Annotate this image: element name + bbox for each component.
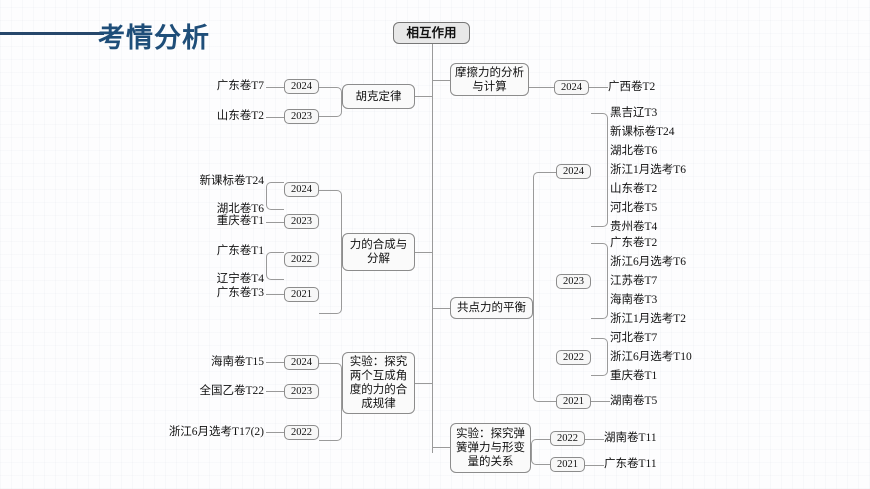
branch-node-equilibrium[interactable]: 共点力的平衡 <box>450 297 533 319</box>
leaf-exp-angle-2022-0: 浙江6月选考T17(2) <box>168 426 264 438</box>
year-node-friction-2024[interactable]: 2024 <box>554 80 589 95</box>
leaf-exp-angle-2024-0: 海南卷T15 <box>210 356 264 368</box>
year-node-exp-spring-2022[interactable]: 2022 <box>550 431 585 446</box>
leaf-equilibrium-2024-2: 湖北卷T6 <box>610 145 658 157</box>
leaf-composition-2024-0: 新课标卷T24 <box>199 175 264 187</box>
leaf-equilibrium-2022-1: 浙江6月选考T10 <box>610 351 692 363</box>
leaf-equilibrium-2022-0: 河北卷T7 <box>610 332 658 344</box>
year-node-equilibrium-2024[interactable]: 2024 <box>556 164 591 179</box>
connector-exp-angle-to-trunk <box>415 383 433 384</box>
connector-composition-2023-0 <box>266 222 284 223</box>
connector-friction-year-leaf <box>589 87 608 88</box>
branch-node-composition[interactable]: 力的合成与 分解 <box>342 233 415 271</box>
connector-exp-spring-2022-0 <box>585 439 604 440</box>
year-node-hooke-2023[interactable]: 2023 <box>284 109 319 124</box>
connector-equilibrium-years-group <box>533 171 556 402</box>
leaf-composition-2022-1: 辽宁卷T4 <box>216 273 264 285</box>
leaf-equilibrium-2024-5: 河北卷T5 <box>610 202 658 214</box>
leaf-composition-2024-1: 湖北卷T6 <box>216 203 264 215</box>
connector-exp-angle-years-group <box>319 362 342 441</box>
branch-node-exp-angle[interactable]: 实验：探究 两个互成角 度的力的合 成规律 <box>342 352 415 414</box>
leaf-exp-angle-2023-0: 全国乙卷T22 <box>199 385 264 397</box>
connector-equilibrium-2022-group <box>591 338 608 376</box>
leaf-composition-2022-0: 广东卷T1 <box>216 245 264 257</box>
leaf-equilibrium-2023-0: 广东卷T2 <box>610 237 658 249</box>
connector-friction-to-trunk <box>432 80 450 81</box>
leaf-equilibrium-2024-3: 浙江1月选考T6 <box>610 164 687 176</box>
leaf-equilibrium-2024-1: 新课标卷T24 <box>610 126 675 138</box>
leaf-equilibrium-2023-4: 浙江1月选考T2 <box>610 313 687 325</box>
year-node-composition-2023[interactable]: 2023 <box>284 214 319 229</box>
leaf-equilibrium-2024-6: 贵州卷T4 <box>610 221 658 233</box>
connector-hooke-to-trunk <box>415 96 433 97</box>
year-node-equilibrium-2022[interactable]: 2022 <box>556 350 591 365</box>
year-node-hooke-2024[interactable]: 2024 <box>284 79 319 94</box>
leaf-hooke-2024-0: 广东卷T7 <box>216 80 264 92</box>
connector-hooke-2023-0 <box>266 117 284 118</box>
leaf-equilibrium-2023-3: 海南卷T3 <box>610 294 658 306</box>
leaf-exp-spring-2021-0: 广东卷T11 <box>604 458 657 470</box>
year-node-exp-spring-2021[interactable]: 2021 <box>550 457 585 472</box>
leaf-composition-2021-0: 广东卷T3 <box>216 287 264 299</box>
connector-equilibrium-2024-group <box>591 113 608 227</box>
connector-exp-angle-2024-0 <box>266 362 284 363</box>
year-node-exp-angle-2023[interactable]: 2023 <box>284 384 319 399</box>
year-node-exp-angle-2022[interactable]: 2022 <box>284 425 319 440</box>
connector-hooke-2024-0 <box>266 87 284 88</box>
title-rule <box>0 32 104 35</box>
page-title: 考情分析 <box>98 23 210 54</box>
leaf-equilibrium-2023-1: 浙江6月选考T6 <box>610 256 687 268</box>
branch-node-friction[interactable]: 摩擦力的分析 与计算 <box>450 63 529 96</box>
root-trunk <box>432 44 433 453</box>
year-node-composition-2024[interactable]: 2024 <box>284 182 319 197</box>
connector-composition-2022-group <box>266 252 284 280</box>
connector-exp-spring-2021-0 <box>585 465 604 466</box>
connector-exp-angle-2023-0 <box>266 391 284 392</box>
leaf-equilibrium-2023-2: 江苏卷T7 <box>610 275 658 287</box>
leaf-equilibrium-2024-4: 山东卷T2 <box>610 183 658 195</box>
connector-hooke-years-group <box>319 86 342 117</box>
connector-exp-angle-2022-0 <box>266 432 284 433</box>
year-node-exp-angle-2024[interactable]: 2024 <box>284 355 319 370</box>
connector-composition-to-trunk <box>415 252 433 253</box>
branch-node-exp-spring[interactable]: 实验：探究弹 簧弹力与形变 量的关系 <box>450 423 531 473</box>
root-node[interactable]: 相互作用 <box>393 22 470 44</box>
connector-equilibrium-to-trunk <box>432 308 450 309</box>
connector-composition-years-group <box>319 189 342 314</box>
leaf-equilibrium-2022-2: 重庆卷T1 <box>610 370 658 382</box>
leaf-composition-2023-0: 重庆卷T1 <box>216 215 264 227</box>
year-node-composition-2022[interactable]: 2022 <box>284 252 319 267</box>
branch-node-hooke[interactable]: 胡克定律 <box>342 84 415 109</box>
connector-composition-2024-group <box>266 182 284 210</box>
connector-composition-2021-0 <box>266 294 284 295</box>
year-node-equilibrium-2023[interactable]: 2023 <box>556 274 591 289</box>
connector-equilibrium-2021-0 <box>591 401 610 402</box>
leaf-equilibrium-2024-0: 黑吉辽T3 <box>610 107 658 119</box>
leaf-friction-2024-0: 广西卷T2 <box>608 81 656 93</box>
connector-equilibrium-2023-group <box>591 243 608 319</box>
leaf-hooke-2023-0: 山东卷T2 <box>216 110 264 122</box>
leaf-equilibrium-2021-0: 湖南卷T5 <box>610 395 658 407</box>
leaf-exp-spring-2022-0: 湖南卷T11 <box>604 432 657 444</box>
connector-exp-spring-years-group <box>531 439 550 465</box>
year-node-equilibrium-2021[interactable]: 2021 <box>556 394 591 409</box>
year-node-composition-2021[interactable]: 2021 <box>284 287 319 302</box>
connector-friction-cat-year <box>529 87 554 88</box>
connector-exp-spring-to-trunk <box>432 447 450 448</box>
